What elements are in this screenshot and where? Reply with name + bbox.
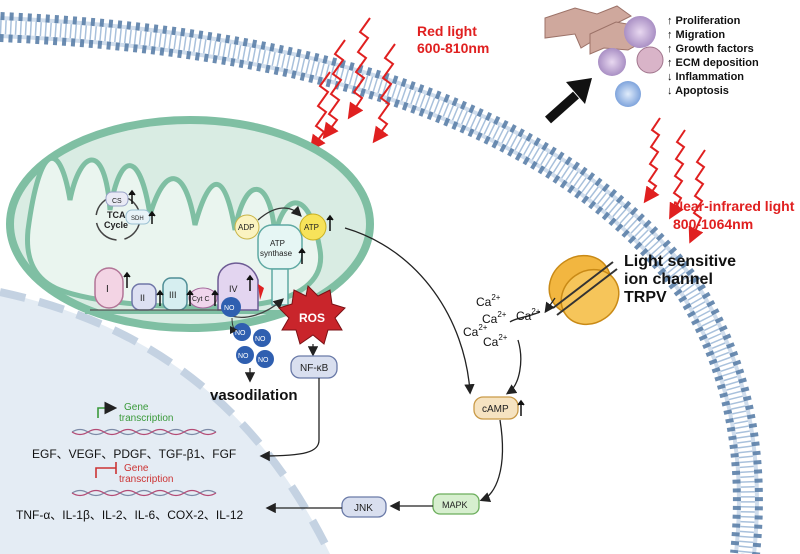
- gene-down-symbol: [95, 462, 117, 478]
- nfkb-label: NF-κB: [300, 363, 329, 374]
- effects-list: ↑ Proliferation ↑ Migration ↑ Growth fac…: [667, 15, 759, 97]
- trpv-channel: [548, 254, 620, 326]
- effect-item: ↑ Migration: [667, 29, 725, 41]
- vasodilation-label: vasodilation: [210, 387, 298, 404]
- jnk-label: JNK: [354, 503, 373, 514]
- channel-label-3: TRPV: [624, 289, 667, 306]
- nfkb-box: [290, 355, 338, 379]
- svg-text:synthase: synthase: [260, 249, 293, 258]
- nucleus: [0, 292, 330, 554]
- svg-text:ATP: ATP: [304, 223, 319, 232]
- svg-text:I: I: [106, 284, 109, 295]
- growth-factors-list: EGF、VEGF、PDGF、TGF-β1、FGF: [32, 447, 236, 461]
- ros-burst: [278, 284, 346, 357]
- gene-down-label-1: Gene: [124, 463, 149, 474]
- cell-membrane: [0, 12, 763, 554]
- svg-text:CS: CS: [112, 198, 122, 205]
- svg-text:IV: IV: [229, 284, 238, 294]
- svg-text:Ca2+: Ca2+: [482, 310, 507, 326]
- gene-up-label-1: Gene: [124, 402, 149, 413]
- dna-strands: [71, 428, 217, 497]
- svg-text:NO: NO: [255, 336, 266, 343]
- gene-up-label-2: transcription: [119, 413, 173, 424]
- effect-item: ↓ Inflammation: [667, 71, 744, 83]
- effects-arrow: [545, 78, 592, 124]
- nir-light-rays: [643, 117, 706, 244]
- cytokines-list: TNF-α、IL-1β、IL-2、IL-6、COX-2、IL-12: [16, 508, 244, 522]
- gene-up-symbol: [97, 401, 118, 418]
- pathway-arrows: [259, 227, 556, 514]
- camp-box: [473, 396, 519, 420]
- increase-markers: [123, 189, 525, 416]
- svg-text:SDH: SDH: [131, 216, 144, 222]
- svg-text:NO: NO: [238, 353, 249, 360]
- svg-text:Cyt C: Cyt C: [192, 296, 210, 303]
- effect-item: ↓ Apoptosis: [667, 85, 729, 97]
- svg-text:III: III: [169, 290, 177, 300]
- svg-text:II: II: [140, 293, 145, 303]
- electron-transport-chain: [90, 205, 327, 318]
- nitric-oxide-molecules: [221, 297, 274, 383]
- effect-item: ↑ ECM deposition: [667, 57, 759, 69]
- red-light-range: 600-810nm: [417, 40, 489, 56]
- camp-label: cAMP: [482, 404, 509, 415]
- cell-cluster: [544, 5, 664, 107]
- jnk-box: [341, 496, 387, 518]
- nir-light-range: 800-1064nm: [673, 216, 753, 232]
- svg-text:NO: NO: [224, 305, 235, 312]
- tca-cycle: [95, 191, 151, 241]
- ros-label: ROS: [299, 311, 325, 325]
- nuclear-envelope: [0, 288, 334, 554]
- svg-text:Ca2+: Ca2+: [516, 307, 541, 323]
- mitochondria-labels: CS TCA Cycle SDH ADP ATP ATP synthase I …: [104, 198, 319, 364]
- svg-text:ADP: ADP: [238, 223, 254, 232]
- calcium-ions: Ca2+ Ca2+ Ca2+ Ca2+ Ca2+: [463, 293, 541, 349]
- svg-text:ATP: ATP: [270, 239, 285, 248]
- channel-label-1: Light sensitive: [624, 253, 736, 270]
- mapk-label: MAPK: [442, 500, 468, 510]
- svg-text:TCA: TCA: [107, 210, 126, 220]
- svg-text:Ca2+: Ca2+: [483, 333, 508, 349]
- red-light-label: Red light: [417, 23, 477, 39]
- nir-light-label: Near-infrared light: [673, 198, 795, 214]
- effect-item: ↑ Proliferation: [667, 15, 741, 27]
- svg-text:Cycle: Cycle: [104, 220, 128, 230]
- effect-item: ↑ Growth factors: [667, 43, 754, 55]
- svg-text:Ca2+: Ca2+: [476, 293, 501, 309]
- channel-label-2: ion channel: [624, 271, 713, 288]
- red-light-rays: [309, 17, 396, 152]
- mapk-box: [432, 493, 480, 515]
- svg-text:NO: NO: [258, 357, 269, 364]
- svg-text:NO: NO: [235, 330, 246, 337]
- svg-text:Ca2+: Ca2+: [463, 323, 488, 339]
- gene-down-label-2: transcription: [119, 474, 173, 485]
